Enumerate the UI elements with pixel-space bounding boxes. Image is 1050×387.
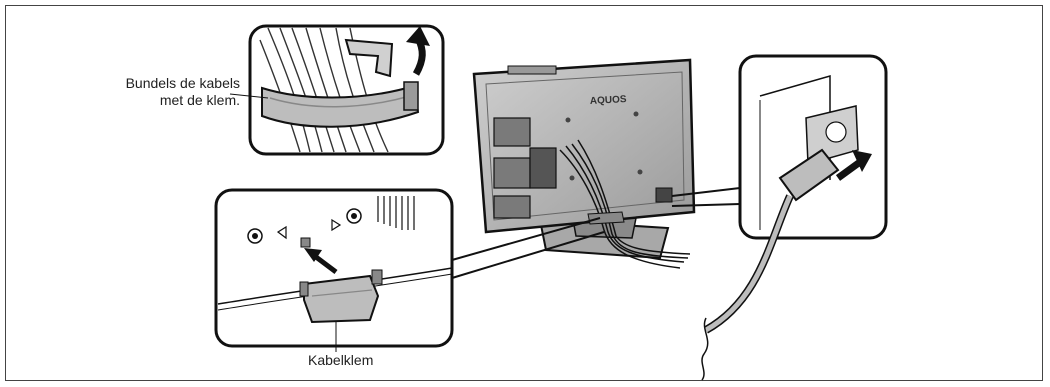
bundle-label-line2: met de klem. [159, 92, 240, 108]
bundle-label-line1: Bundels de kabels [125, 75, 240, 91]
power-cable [701, 194, 794, 381]
clamp-inset [214, 188, 454, 352]
tv-logo: AQUOS [590, 94, 628, 107]
bundle-label: Bundels de kabels met de klem. [40, 75, 240, 109]
tv-back [472, 58, 696, 269]
callout-lines [451, 187, 741, 279]
clamp-label: Kabelklem [308, 352, 374, 368]
bundle-inset [229, 24, 445, 156]
plug-inset [738, 54, 888, 240]
